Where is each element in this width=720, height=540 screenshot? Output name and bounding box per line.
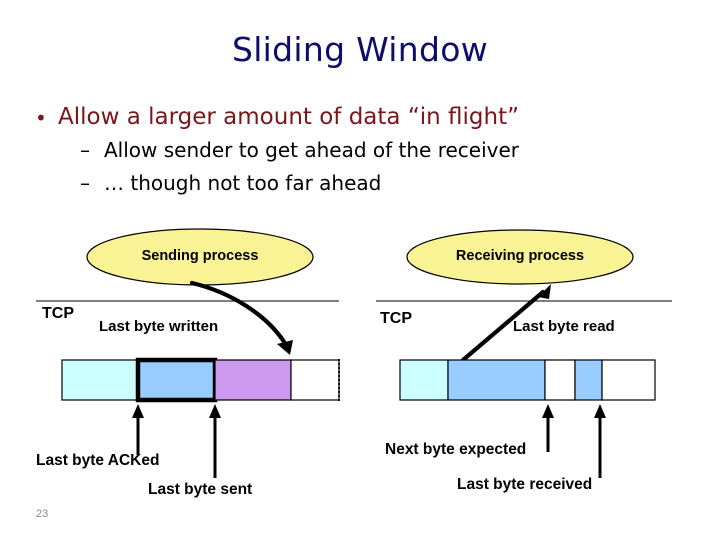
last-byte-written-label: Last byte written — [99, 318, 219, 335]
last-byte-sent-arrowhead — [209, 404, 221, 418]
receiver-buffer-segment-gap — [544, 359, 576, 401]
receiver-buffer-segment-free — [601, 359, 656, 401]
receiver-buffer-segment-received-out-of-order — [574, 359, 603, 401]
read-flow-arrow — [460, 289, 546, 363]
bullet-item-sub-2: – … though not too far ahead — [22, 169, 702, 198]
sender-buffer-segment-in-flight-window — [135, 357, 218, 403]
bullet-text-primary: Allow a larger amount of data “in flight… — [58, 104, 519, 130]
receiver-buffer-segment-read — [399, 359, 449, 401]
last-byte-acked-label: Last byte ACKed — [36, 452, 160, 469]
bullet-item-primary: • Allow a larger amount of data “in flig… — [22, 102, 702, 132]
bullet-text-sub-2: … though not too far ahead — [104, 171, 382, 195]
read-flow-arrowhead — [538, 284, 551, 299]
sending-process-label: Sending process — [141, 248, 259, 264]
next-byte-expected-label: Next byte expected — [385, 441, 527, 458]
write-flow-arrow — [189, 280, 289, 348]
sender-buffer-segment-sendable — [214, 359, 292, 401]
receiver-tcp-label: TCP — [380, 310, 412, 327]
last-byte-sent-label: Last byte sent — [148, 481, 253, 498]
sender-buffer-segment-free — [290, 359, 340, 401]
bullet-list: • Allow a larger amount of data “in flig… — [22, 102, 702, 198]
last-byte-acked-arrowhead — [132, 404, 144, 418]
sender-tcp-label: TCP — [42, 305, 74, 322]
last-byte-read-label: Last byte read — [513, 318, 615, 335]
page-title: Sliding Window — [231, 30, 489, 69]
next-byte-expected-arrowhead — [542, 404, 554, 418]
bullet-item-sub-1: – Allow sender to get ahead of the recei… — [22, 136, 702, 165]
receiving-process-label: Receiving process — [455, 248, 585, 264]
bullet-marker-dot: • — [35, 106, 47, 130]
slide-page-number: 23 — [36, 508, 49, 520]
receiver-buffer-segment-received-contiguous — [447, 359, 546, 401]
bullet-marker-dash: – — [80, 138, 90, 162]
last-byte-received-arrowhead — [594, 404, 606, 418]
sender-buffer-segment-acked — [61, 359, 139, 401]
receiving-process-ellipse — [406, 229, 634, 285]
bullet-text-sub-1: Allow sender to get ahead of the receive… — [104, 138, 520, 162]
last-byte-received-label: Last byte received — [457, 476, 593, 493]
write-flow-arrowhead — [277, 340, 293, 355]
bullet-marker-dash: – — [80, 171, 90, 195]
